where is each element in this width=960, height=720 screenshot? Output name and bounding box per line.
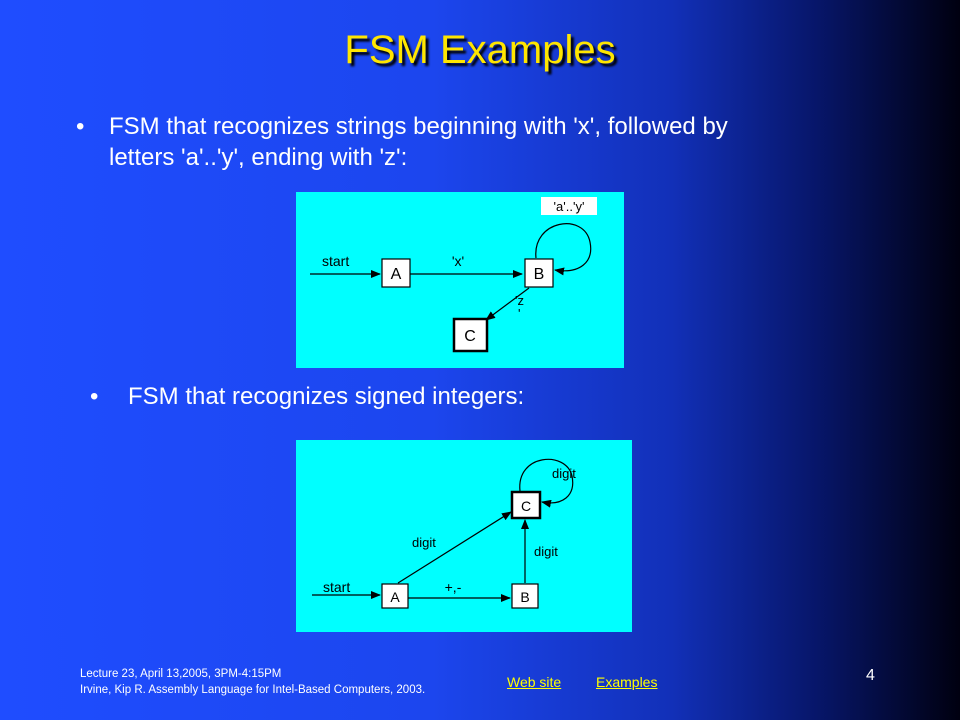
state-b-label: B xyxy=(520,589,529,605)
state-a xyxy=(381,258,411,288)
start-label: start xyxy=(323,579,350,595)
state-c xyxy=(510,490,542,520)
bullet-item-integers: • FSM that recognizes signed integers: xyxy=(90,381,790,415)
state-a-label: A xyxy=(391,266,402,283)
transition-arrow-b-c xyxy=(485,287,530,321)
fsm-diagram-strings-svg: start A 'x' B 'a'..'y' 'z ' C xyxy=(310,197,597,353)
bullet-text: FSM that recognizes strings beginning wi… xyxy=(109,111,728,173)
loop-label-box xyxy=(541,197,597,215)
slide-title: FSM Examples xyxy=(344,28,616,72)
footer-citation: Irvine, Kip R. Assembly Language for Int… xyxy=(80,684,426,696)
self-loop-arrow-c xyxy=(519,458,574,508)
state-b xyxy=(524,258,554,288)
fsm-diagram-integers: start A +,- B digit digit C digit xyxy=(296,440,632,632)
bullet-item-strings: • FSM that recognizes strings beginning … xyxy=(76,111,856,181)
bullet-text-line: letters 'a'..'y', ending with 'z': xyxy=(109,144,408,171)
transition-label-a-c: digit xyxy=(412,535,436,550)
transition-label-a-b: 'x' xyxy=(452,253,464,269)
transition-label-a-b: +,- xyxy=(445,579,462,595)
state-c-label: C xyxy=(521,498,531,514)
bullet-dot: • xyxy=(76,113,85,140)
footer-lecture-info: Lecture 23, April 13,2005, 3PM-4:15PM xyxy=(80,668,282,680)
self-loop-label-c: digit xyxy=(552,466,576,481)
state-b xyxy=(511,583,539,609)
state-c-label: C xyxy=(464,328,476,345)
web-site-link[interactable]: Web site xyxy=(507,674,562,690)
bullet-text-line: FSM that recognizes strings beginning wi… xyxy=(109,113,728,140)
state-b-label: B xyxy=(534,266,545,283)
transition-arrow-a-c xyxy=(397,511,512,584)
transition-label-b-c-cont: ' xyxy=(518,306,520,321)
start-label: start xyxy=(322,253,349,269)
fsm-diagram-strings: start A 'x' B 'a'..'y' 'z ' C xyxy=(296,192,624,368)
fsm-diagram-integers-svg: start A +,- B digit digit C digit xyxy=(312,458,576,609)
state-c xyxy=(452,317,489,353)
state-a-label: A xyxy=(390,589,400,605)
bullet-dot: • xyxy=(90,383,99,410)
self-loop-label-b: 'a'..'y' xyxy=(554,199,585,214)
page-number: 4 xyxy=(866,667,875,684)
self-loop-arrow-b xyxy=(535,223,592,276)
transition-label-b-c: 'z xyxy=(515,293,524,308)
examples-link[interactable]: Examples xyxy=(596,674,658,690)
transition-label-b-c: digit xyxy=(534,544,558,559)
state-a xyxy=(381,583,409,609)
bullet-text: FSM that recognizes signed integers: xyxy=(128,383,525,410)
